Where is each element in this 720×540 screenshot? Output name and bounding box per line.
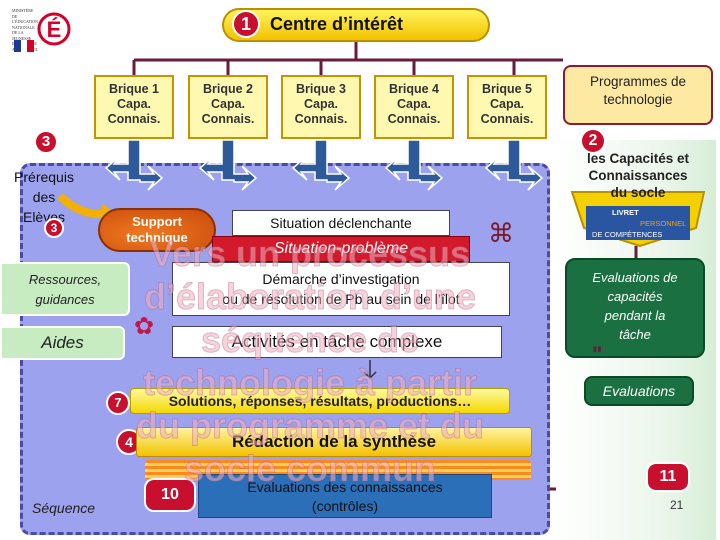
demarche-line: ou de résolution de Pb au sein de l’îlot bbox=[222, 291, 460, 307]
flag-icon bbox=[14, 40, 34, 52]
step-number-2: 2 bbox=[580, 128, 606, 154]
fork-arrow-4 bbox=[384, 139, 444, 191]
evaluations-box: Evaluations bbox=[584, 376, 694, 406]
eval-cap-line: Evaluations de bbox=[592, 270, 678, 285]
fork-arrow-2 bbox=[198, 139, 258, 191]
logo-line: MINISTÈRE bbox=[12, 8, 34, 13]
socle-line: les Capacités et bbox=[586, 151, 690, 166]
livret-competences-label: DE COMPÉTENCES bbox=[592, 230, 663, 239]
ressources-box: Ressources, guidances bbox=[0, 262, 130, 316]
page-number: 21 bbox=[670, 498, 684, 512]
brick-title: Brique 3 bbox=[295, 82, 346, 96]
brick-connais: Connais. bbox=[201, 112, 255, 126]
fork-arrow-5 bbox=[484, 139, 544, 191]
logo-letter: É bbox=[47, 17, 62, 42]
brick-capa: Capa. bbox=[303, 97, 339, 111]
brick-4: Brique 4 Capa. Connais. bbox=[374, 75, 454, 139]
support-technique-pill: Support technique bbox=[98, 208, 216, 252]
brick-capa: Capa. bbox=[489, 97, 525, 111]
eval-cap-line: pendant la bbox=[604, 308, 666, 323]
brick-3: Brique 3 Capa. Connais. bbox=[281, 75, 361, 139]
socle-line: du socle bbox=[610, 185, 666, 200]
demarche-box: Démarche d’investigation ou de résolutio… bbox=[172, 262, 510, 316]
step-number-10: 10 bbox=[144, 478, 196, 512]
solutions-bar: Solutions, réponses, résultats, producti… bbox=[130, 388, 510, 414]
eval-conn-line: (contrôles) bbox=[311, 498, 379, 514]
support-line: technique bbox=[126, 230, 188, 245]
brick-capa: Capa. bbox=[396, 97, 432, 111]
redaction-bar: Rédaction de la synthèse bbox=[136, 427, 532, 457]
brick-2: Brique 2 Capa. Connais. bbox=[188, 75, 268, 139]
support-line: Support bbox=[132, 214, 182, 229]
socle-line: Connaissances bbox=[588, 168, 688, 183]
step-number-11: 11 bbox=[646, 462, 690, 492]
demarche-line: Démarche d’investigation bbox=[262, 271, 420, 287]
ressources-line: Ressources, bbox=[28, 272, 102, 287]
livret-personnel-label: PERSONNEL bbox=[640, 219, 687, 228]
flower-icon: ✿ bbox=[134, 313, 155, 340]
fork-arrow-1 bbox=[104, 139, 164, 191]
centre-interet-pill bbox=[222, 8, 490, 42]
logo-line: NATIONALE bbox=[12, 24, 35, 30]
brick-capa: Capa. bbox=[116, 97, 152, 111]
logo-line: DE bbox=[12, 13, 18, 19]
logo-e-icon: É bbox=[37, 12, 71, 46]
fork-arrow-3 bbox=[291, 139, 351, 191]
brick-connais: Connais. bbox=[387, 112, 441, 126]
prereq-line: des bbox=[32, 189, 56, 205]
prerequis-label: Prérequis des Elèves bbox=[4, 167, 84, 227]
socle-title: les Capacités et Connaissances du socle bbox=[568, 150, 708, 201]
step-number-1: 1 bbox=[232, 10, 260, 38]
logo-line: DE LA JEUNESSE bbox=[12, 30, 32, 41]
brick-connais: Connais. bbox=[294, 112, 348, 126]
aides-box: Aides bbox=[0, 326, 125, 360]
brick-title: Brique 1 bbox=[108, 82, 159, 96]
centre-interet-label: Centre d’intérêt bbox=[270, 14, 404, 34]
step-number-3b: 3 bbox=[44, 218, 64, 238]
activites-box: Activités en tâche complexe bbox=[172, 326, 502, 358]
programmes-line: technologie bbox=[603, 92, 673, 107]
sequence-label: Séquence bbox=[32, 500, 96, 516]
situation-probleme-box: Situation-problème bbox=[212, 236, 470, 262]
programmes-line: Programmes de bbox=[589, 74, 687, 89]
step-number-7: 7 bbox=[106, 391, 130, 415]
eval-conn-line: Evaluations des connaissances bbox=[247, 479, 443, 495]
brick-5: Brique 5 Capa. Connais. bbox=[467, 75, 547, 139]
programmes-box: Programmes de technologie bbox=[563, 65, 713, 125]
evaluations-connaissances-box: Evaluations des connaissances (contrôles… bbox=[198, 474, 492, 518]
curved-arrow bbox=[57, 193, 107, 219]
step-number-3: 3 bbox=[34, 130, 58, 154]
evaluations-capacites-box: Evaluations de capacités pendant la tâch… bbox=[565, 258, 705, 358]
eval-cap-line: capacités bbox=[607, 289, 663, 304]
eval-cap-line: tâche bbox=[619, 327, 651, 342]
brick-title: Brique 4 bbox=[388, 82, 439, 96]
livret-label: LIVRET bbox=[612, 208, 639, 217]
logo-line: L'ÉDUCATION bbox=[12, 19, 39, 24]
brick-title: Brique 2 bbox=[202, 82, 253, 96]
command-icon: ⌘ bbox=[488, 218, 514, 248]
livret-card bbox=[586, 206, 690, 240]
prereq-line: Prérequis bbox=[14, 169, 74, 185]
situation-declenchante-box: Situation déclenchante bbox=[232, 210, 450, 236]
brick-capa: Capa. bbox=[210, 97, 246, 111]
brick-connais: Connais. bbox=[107, 112, 161, 126]
ressources-line: guidances bbox=[35, 292, 95, 307]
brick-connais: Connais. bbox=[480, 112, 534, 126]
quote-icon: " bbox=[592, 342, 603, 367]
brick-1: Brique 1 Capa. Connais. bbox=[94, 75, 174, 139]
brick-title: Brique 5 bbox=[481, 82, 532, 96]
